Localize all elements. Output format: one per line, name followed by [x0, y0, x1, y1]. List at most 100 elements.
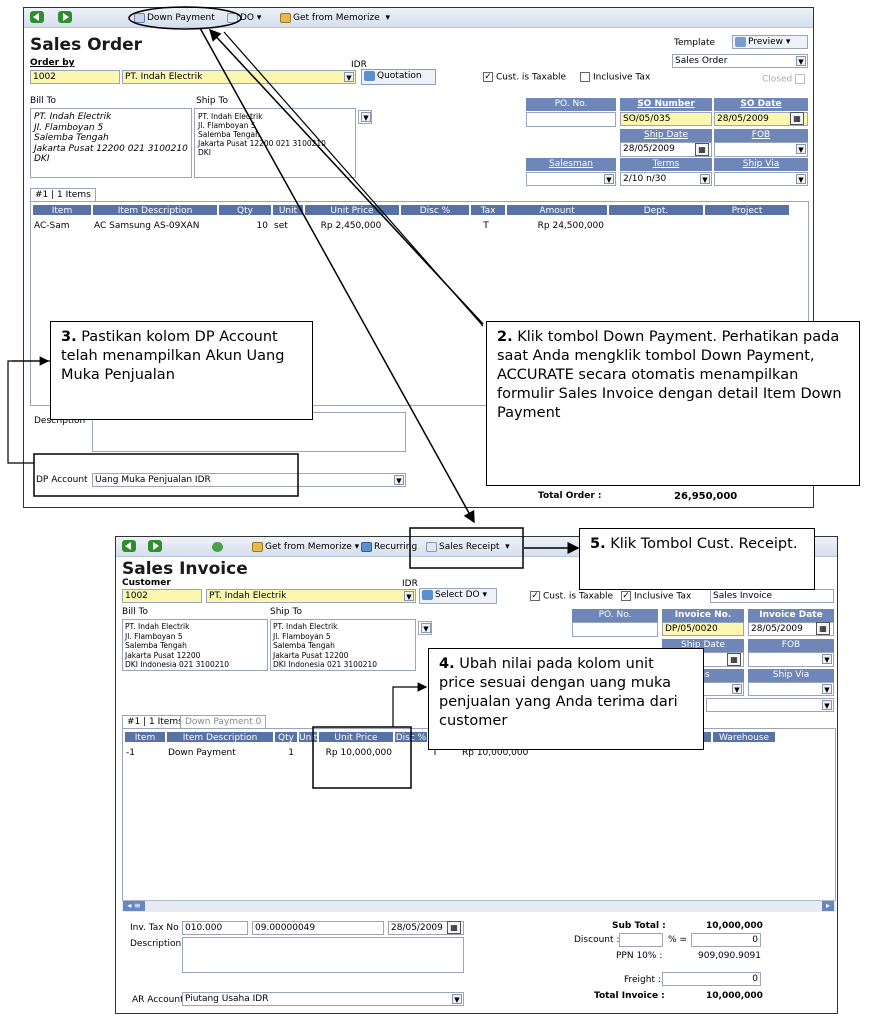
fob-select[interactable]: ▼ — [748, 652, 834, 667]
get-from-memorize-button[interactable]: Get from Memorize ▾ — [280, 11, 390, 25]
row-unit-price[interactable]: Rp 2,450,000 — [320, 221, 382, 231]
column-header-qty[interactable]: Qty — [274, 731, 298, 743]
row-amount[interactable]: Rp 10,000,000 — [462, 748, 529, 758]
row-unit[interactable]: set — [274, 221, 288, 231]
scroll-left-icon[interactable]: ◂ ≡ — [123, 901, 145, 911]
column-header-tax[interactable]: Tax — [470, 204, 506, 216]
row-tax[interactable]: T — [483, 221, 489, 231]
calendar-icon[interactable]: ▦ — [695, 143, 709, 156]
freight-field[interactable]: 0 — [662, 972, 761, 986]
extra-select[interactable]: ▼ — [706, 698, 834, 712]
column-header-warehouse[interactable]: Warehouse — [712, 731, 776, 743]
row-description[interactable]: AC Samsung AS-09XAN — [94, 221, 200, 231]
down-payment-icon — [134, 12, 145, 23]
select-do-button[interactable]: Select DO ▾ — [419, 588, 497, 604]
horizontal-scrollbar[interactable] — [122, 900, 836, 912]
inv-tax-date-field[interactable]: 28/05/2009 — [388, 921, 464, 935]
ship-to-dropdown[interactable]: ▼ — [418, 621, 432, 635]
row-item[interactable]: AC-Sam — [34, 221, 70, 231]
column-header-unit-price[interactable]: Unit Price — [318, 731, 394, 743]
dp-account-select[interactable]: Uang Muka Penjualan IDR▼ — [92, 473, 406, 487]
row-unit-price[interactable]: Rp 10,000,000 — [325, 748, 392, 758]
forward-button[interactable] — [148, 540, 162, 554]
discount-value-field[interactable]: 0 — [691, 933, 761, 947]
back-button[interactable] — [122, 540, 136, 554]
column-header-unit-price[interactable]: Unit Price — [304, 204, 400, 216]
column-header-item-description[interactable]: Item Description — [166, 731, 274, 743]
column-header-project[interactable]: Project — [704, 204, 790, 216]
ship-via-select[interactable]: ▼ — [748, 682, 834, 696]
sales-receipt-button[interactable]: Sales Receipt ▾ — [426, 540, 510, 554]
closed-checkbox[interactable]: Closed — [762, 74, 808, 85]
checkbox-empty-icon — [580, 72, 590, 82]
salesman-select[interactable]: ▼ — [526, 172, 616, 186]
ship-via-select[interactable]: ▼ — [714, 172, 808, 186]
so-number-field[interactable]: SO/05/035 — [620, 112, 712, 126]
customer-name-field[interactable]: PT. Indah Electrik▼ — [206, 589, 416, 603]
customer-name-field[interactable]: PT. Indah Electrik▼ — [122, 70, 356, 84]
row-qty[interactable]: 10 — [256, 221, 268, 231]
column-header-item[interactable]: Item — [124, 731, 166, 743]
column-header-item[interactable]: Item — [32, 204, 92, 216]
quotation-button[interactable]: Quotation — [361, 69, 436, 85]
chevron-down-icon[interactable]: ▼ — [796, 56, 806, 66]
po-no-field[interactable] — [526, 112, 616, 127]
po-no-field[interactable] — [572, 622, 658, 637]
row-item[interactable]: -1 — [126, 748, 135, 758]
bill-to-label: Bill To — [30, 96, 57, 106]
down-payment-button[interactable]: Down Payment — [134, 11, 215, 25]
column-header-dept[interactable]: Dept. — [608, 204, 704, 216]
invoice-date-field[interactable]: 28/05/2009 — [748, 622, 834, 636]
row-tax[interactable]: T — [432, 748, 438, 758]
inclusive-tax-checkbox[interactable]: ✓Inclusive Tax — [621, 591, 692, 602]
calendar-icon[interactable]: ▦ — [447, 921, 461, 934]
column-header-unit[interactable]: Unit — [272, 204, 304, 216]
chevron-down-icon: ▼ — [700, 174, 710, 184]
discount-percent-field[interactable] — [619, 933, 663, 947]
forward-button[interactable] — [58, 11, 72, 25]
arrow-to-callout-4 — [392, 682, 428, 727]
ship-to-dropdown[interactable]: ▼ — [358, 110, 372, 124]
fob-select[interactable]: ▼ — [714, 142, 808, 157]
template-select[interactable]: Sales Order▼ — [672, 54, 808, 68]
back-button[interactable] — [30, 11, 44, 25]
inv-tax-no-field-1[interactable]: 010.000 — [182, 921, 248, 935]
column-header-qty[interactable]: Qty — [218, 204, 272, 216]
recurring-button[interactable]: Recurring — [361, 540, 417, 554]
cust-taxable-checkbox[interactable]: ✓Cust. is Taxable — [483, 72, 567, 83]
calendar-icon[interactable]: ▦ — [727, 653, 741, 666]
cust-taxable-checkbox[interactable]: ✓Cust. is Taxable — [530, 591, 614, 602]
scroll-right-icon[interactable]: ▸ — [822, 901, 834, 911]
column-header-disc[interactable]: Disc % — [400, 204, 470, 216]
inclusive-tax-checkbox[interactable]: Inclusive Tax — [580, 72, 650, 83]
ship-date-field[interactable]: 28/05/2009 — [620, 142, 712, 157]
invoice-no-field[interactable]: DP/05/0020 — [662, 622, 744, 636]
calendar-icon[interactable]: ▦ — [790, 112, 804, 125]
refresh-button[interactable] — [212, 540, 225, 554]
terms-select[interactable]: 2/10 n/30▼ — [620, 172, 712, 186]
row-description[interactable]: Down Payment — [168, 748, 236, 758]
column-header-amount[interactable]: Amount — [506, 204, 608, 216]
calendar-icon[interactable]: ▦ — [816, 622, 830, 635]
customer-id-field[interactable]: 1002 — [122, 589, 202, 603]
row-qty[interactable]: 1 — [288, 748, 294, 758]
row-amount[interactable]: Rp 24,500,000 — [537, 221, 604, 231]
column-header-item-description[interactable]: Item Description — [92, 204, 218, 216]
tab-down-payment[interactable]: Down Payment 0 — [180, 715, 267, 728]
get-from-memorize-button[interactable]: Get from Memorize ▾ — [252, 540, 359, 554]
do-button[interactable]: DO ▾ — [227, 11, 261, 25]
customer-id-field[interactable]: 1002 — [30, 70, 120, 84]
so-date-field[interactable]: 28/05/2009 — [714, 112, 808, 126]
sales-order-window: Down Payment DO ▾ Get from Memorize ▾ Sa… — [23, 7, 814, 508]
description-field[interactable] — [182, 937, 464, 973]
inv-tax-no-field-2[interactable]: 09.00000049 — [252, 921, 384, 935]
tab-items[interactable]: #1 | 1 Items — [30, 188, 96, 201]
preview-button[interactable]: Preview ▾ — [732, 35, 808, 49]
chevron-down-icon[interactable]: ▼ — [404, 591, 414, 601]
chevron-down-icon[interactable]: ▼ — [344, 72, 354, 82]
ar-account-select[interactable]: Piutang Usaha IDR▼ — [182, 992, 464, 1006]
